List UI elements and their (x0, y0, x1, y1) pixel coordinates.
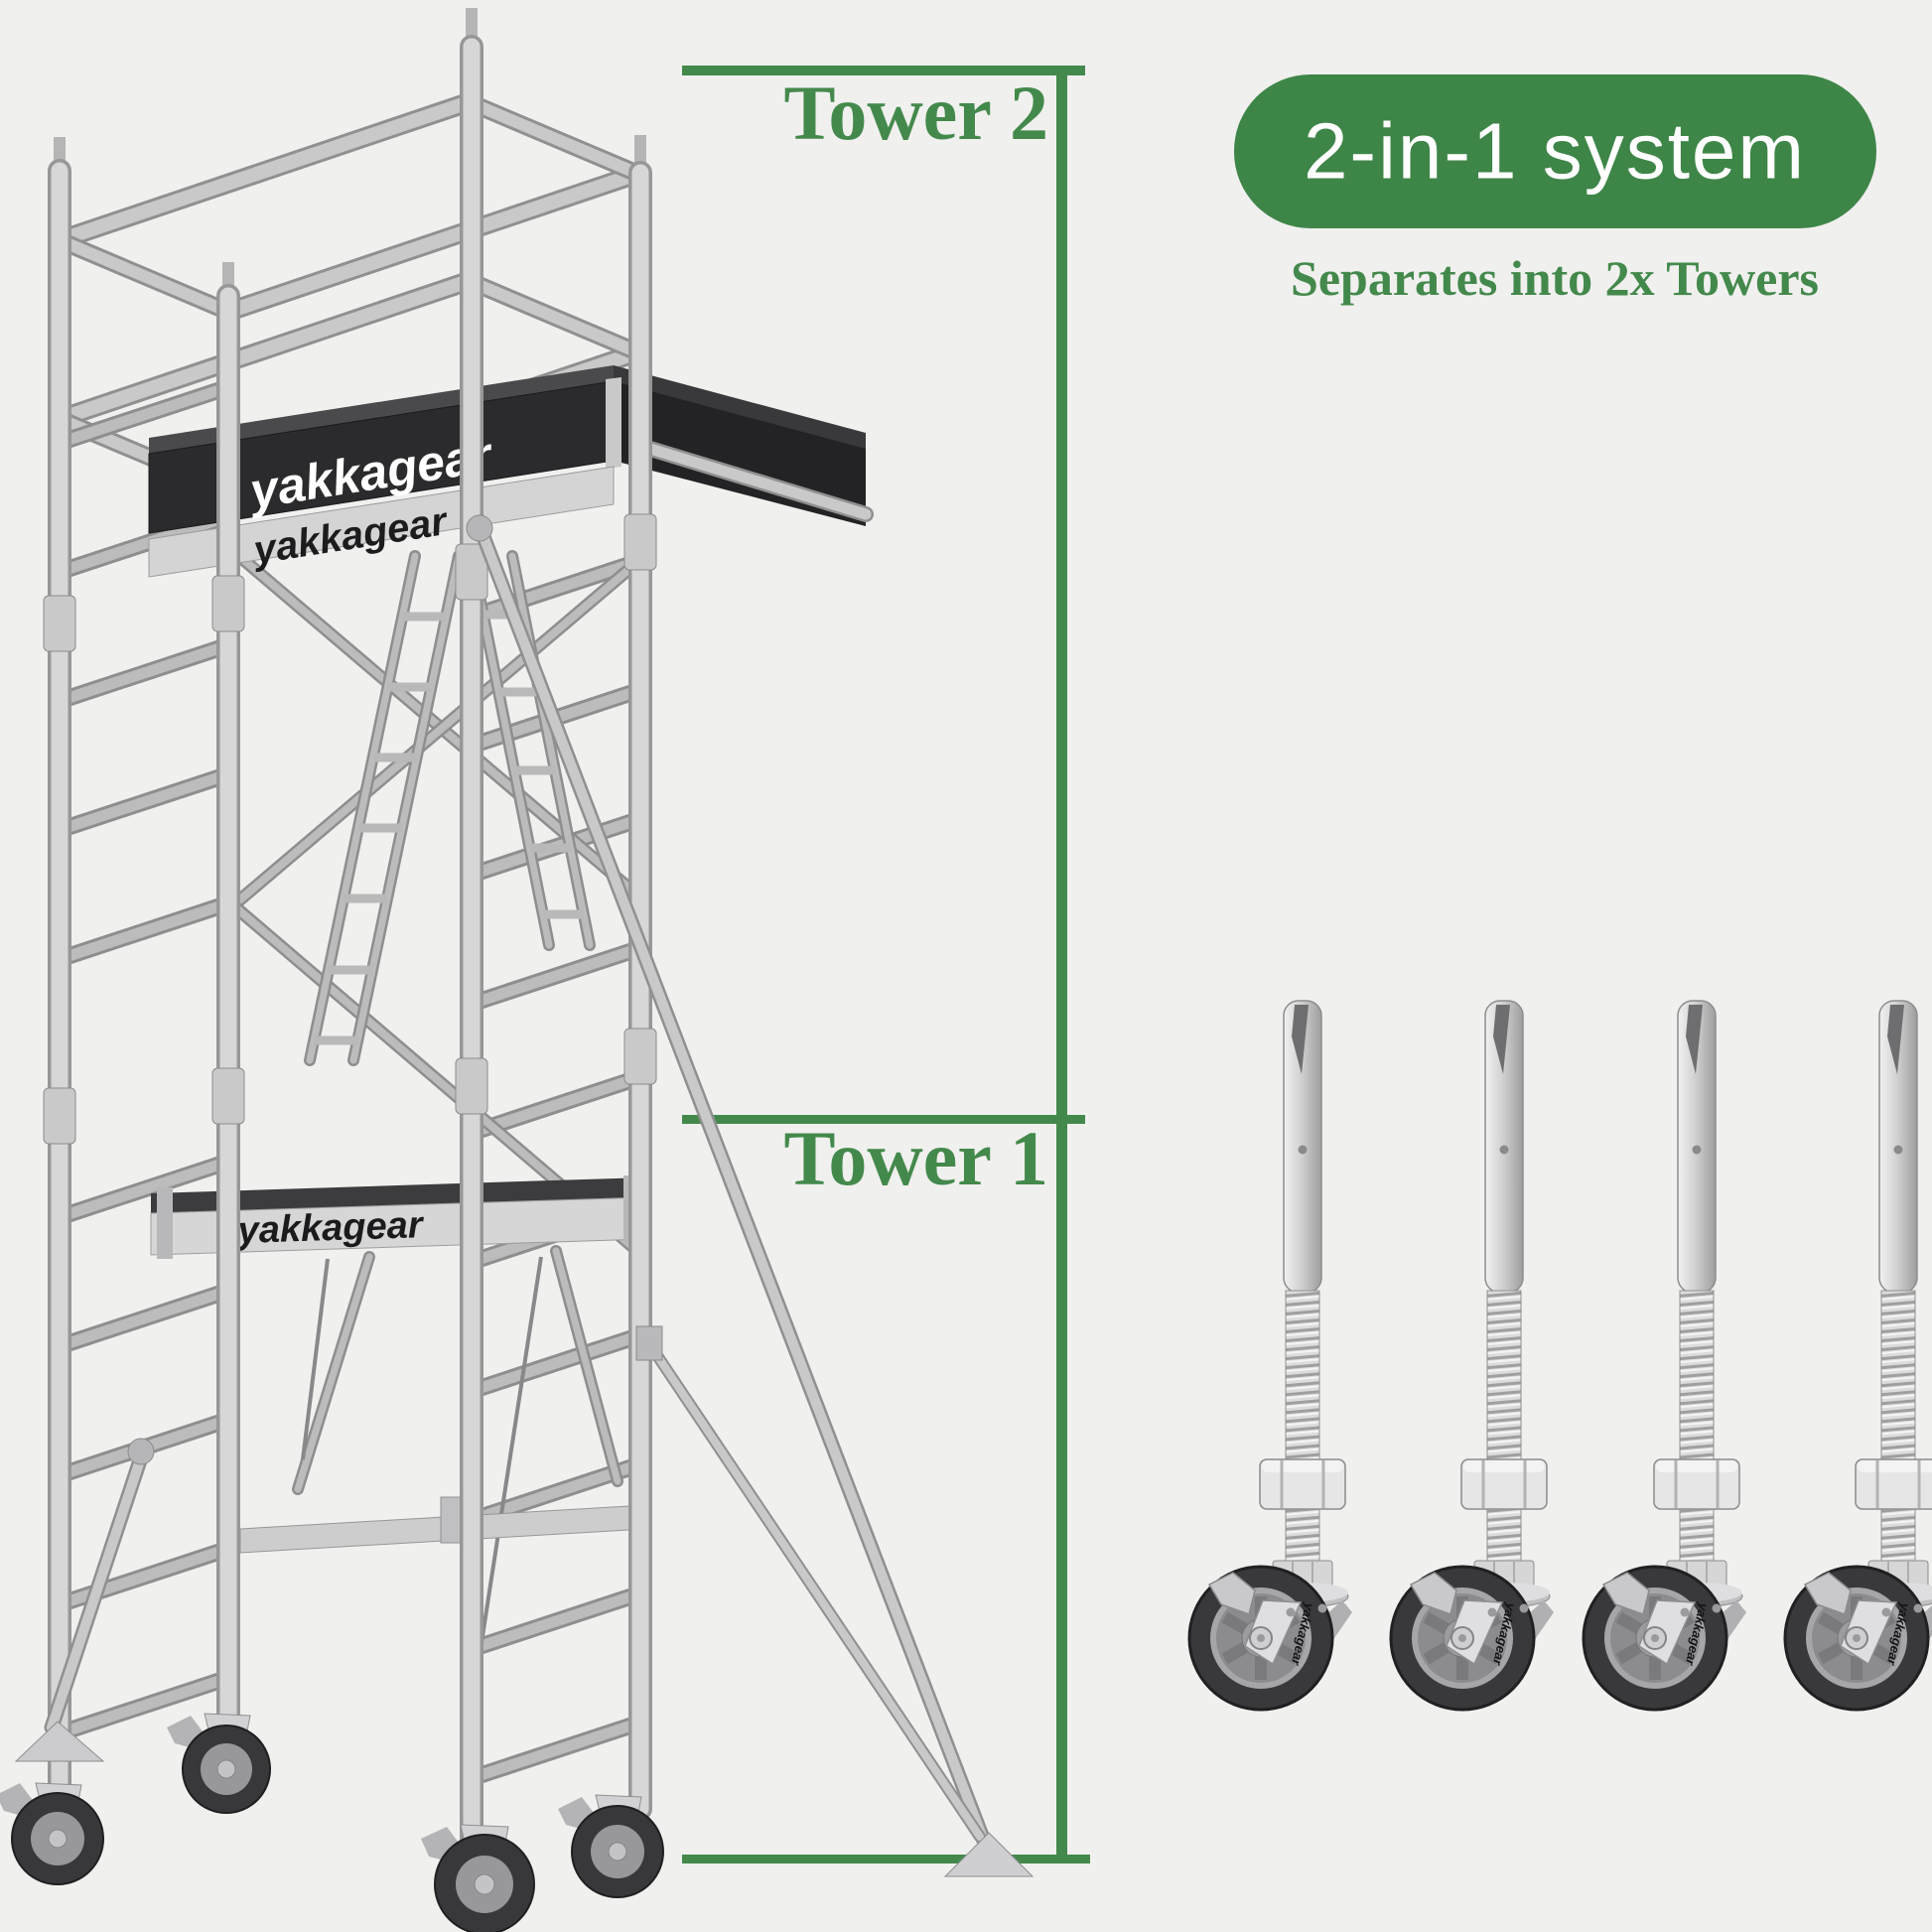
upper-deck-edge-end (614, 365, 866, 451)
upper-deck-edge (149, 365, 614, 456)
badge-text: 2-in-1 system (1304, 107, 1806, 196)
scaffold-tower: yakkagear yakkagear yakkagear (0, 8, 874, 1932)
tower-annotation: Tower 2 Tower 1 (682, 66, 1090, 1863)
tower2-tick-line (682, 66, 1085, 75)
scaffold-casters (0, 1713, 664, 1932)
platform-clamp (157, 1187, 173, 1259)
scaffold-caster (167, 1713, 271, 1814)
support-rod (473, 1256, 543, 1689)
tower2-label: Tower 2 (783, 69, 1048, 156)
stabilizer-foot (943, 1832, 1035, 1877)
badge-group: 2-in-1 system Separates into 2x Towers (1234, 74, 1876, 306)
left-frame-rungs (51, 378, 237, 1742)
ladder-rungs (314, 612, 446, 1045)
upper-platform-rail (148, 466, 615, 578)
right-stabilizer (466, 514, 1035, 1877)
badge-pill (1234, 74, 1876, 228)
tower-posts (48, 8, 652, 1851)
left-stabilizer (14, 1438, 155, 1762)
ladder-rungs-rear (483, 610, 584, 919)
support-rod (301, 1258, 330, 1460)
annotation-vertical-line (1056, 66, 1067, 1863)
stabilizer-brace-clamp (635, 1325, 663, 1361)
stabilizer-clamp (127, 1438, 155, 1465)
scaffold-caster (421, 1824, 535, 1932)
scaffold-caster (0, 1782, 104, 1885)
folded-ladder (304, 550, 596, 1066)
bottom-tick-line (682, 1855, 1090, 1863)
board-hinge (606, 377, 621, 469)
tower1-tick-line (682, 1115, 1085, 1124)
lower-deck (151, 1177, 645, 1213)
joint-sleeves (43, 513, 657, 1145)
tower1-label: Tower 1 (783, 1115, 1048, 1201)
stabilizer-foot (14, 1721, 105, 1762)
scaffold-caster (558, 1794, 664, 1898)
brand-logo-lower-rail: yakkagear (235, 1204, 425, 1252)
subtitle-text: Separates into 2x Towers (1291, 250, 1819, 306)
stabilizer-clamp (466, 514, 493, 542)
